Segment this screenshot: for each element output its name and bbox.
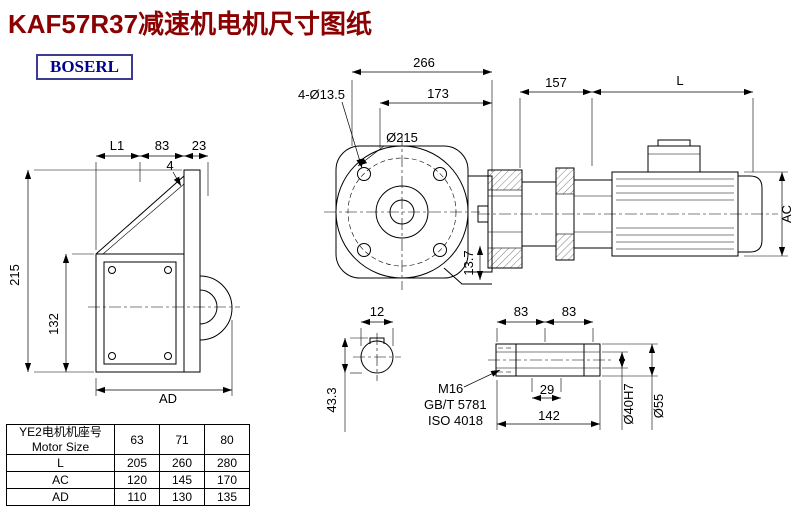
table-header-cn: YE2电机机座号: [19, 425, 102, 440]
dim-83-b: 83: [562, 304, 576, 319]
key-section-view: [353, 333, 401, 381]
table-header-size: YE2电机机座号 Motor Size: [6, 424, 115, 455]
dim-AC: AC: [779, 205, 794, 223]
table-row-L: L 205 260 280: [6, 454, 250, 472]
shaft-detail-dims: 83 83 M16 GB/T 5781 ISO 4018 29 142 Ø40H…: [424, 304, 666, 430]
dim-83-a: 83: [514, 304, 528, 319]
left-view-dims: L1 83 23 4 215 132 AD: [7, 138, 233, 406]
brand-logo: BOSERL: [36, 54, 133, 80]
table-col-63: 63: [114, 424, 160, 455]
dim-13-7: 13.7: [461, 250, 476, 275]
row-label-L: L: [6, 454, 115, 472]
table-col-71: 71: [159, 424, 205, 455]
left-view: [88, 169, 240, 373]
motor-size-table: YE2电机机座号 Motor Size 63 71 80 L 205 260 2…: [6, 424, 250, 506]
cell-AD-80: 135: [204, 488, 250, 506]
dim-83-left: 83: [155, 138, 169, 153]
cell-AD-71: 130: [159, 488, 205, 506]
table-header-row: YE2电机机座号 Motor Size 63 71 80: [6, 424, 250, 455]
page-title: KAF57R37减速机电机尺寸图纸: [8, 9, 373, 39]
front-view: [324, 134, 493, 290]
cell-L-80: 280: [204, 454, 250, 472]
dim-outer-55: Ø55: [651, 394, 666, 419]
dim-142: 142: [538, 408, 560, 423]
dim-215: 215: [7, 264, 22, 286]
row-label-AC: AC: [6, 471, 115, 489]
cell-L-71: 260: [159, 454, 205, 472]
side-view: [477, 139, 778, 269]
dim-23: 23: [192, 138, 206, 153]
dim-L: L: [676, 73, 683, 88]
cell-AD-63: 110: [114, 488, 160, 506]
label-iso-4018: ISO 4018: [428, 413, 483, 428]
dim-4: 4: [166, 158, 173, 173]
dim-173: 173: [427, 86, 449, 101]
dim-bore-40h7: Ø40H7: [621, 383, 636, 424]
dim-AD: AD: [159, 391, 177, 406]
cell-AC-63: 120: [114, 471, 160, 489]
shaft-detail-view: [488, 343, 612, 377]
cell-AC-80: 170: [204, 471, 250, 489]
dim-bolt-holes: 4-Ø13.5: [298, 87, 345, 102]
dim-43-3: 43.3: [324, 387, 339, 412]
dim-266: 266: [413, 55, 435, 70]
row-label-AD: AD: [6, 488, 115, 506]
cell-AC-71: 145: [159, 471, 205, 489]
label-gbt-5781: GB/T 5781: [424, 397, 487, 412]
table-col-80: 80: [204, 424, 250, 455]
key-section-dims: 12 43.3: [324, 304, 394, 432]
dim-132: 132: [46, 313, 61, 335]
dim-L1: L1: [110, 138, 124, 153]
dim-flange-dia: Ø215: [386, 130, 418, 145]
front-view-dims: 266 173 4-Ø13.5 Ø215 13.7: [298, 55, 493, 280]
table-row-AC: AC 120 145 170: [6, 471, 250, 489]
table-row-AD: AD 110 130 135: [6, 488, 250, 506]
table-header-en: Motor Size: [31, 439, 90, 454]
cell-L-63: 205: [114, 454, 160, 472]
dim-12: 12: [370, 304, 384, 319]
dim-157: 157: [545, 75, 567, 90]
label-m16: M16: [438, 381, 463, 396]
dim-29: 29: [540, 382, 554, 397]
side-view-dims: 157 L AC: [519, 73, 794, 257]
